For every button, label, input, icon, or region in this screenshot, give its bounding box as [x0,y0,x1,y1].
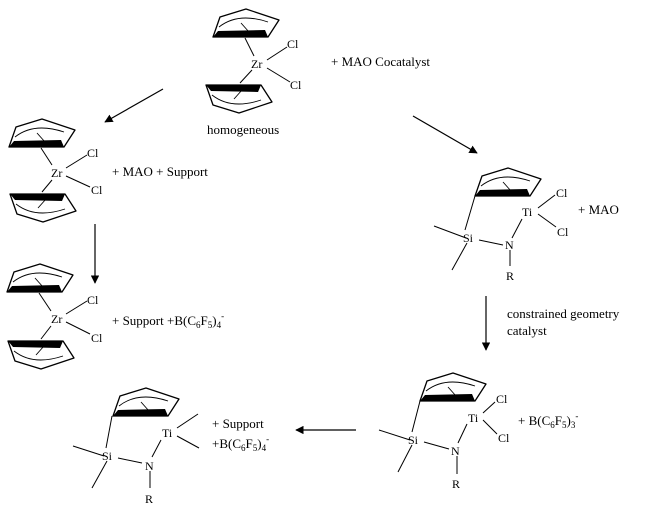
cgc-complex-supported: Si N R Ti [72,387,200,506]
zirconocene-supported-borate: Zr Cl Cl [6,263,103,370]
support-borate-text: + Support +B(C6F5)4- [112,311,224,330]
metal-zr: Zr [251,57,262,71]
mao-support-label: + MAO + Support [112,164,208,179]
borane-text: + B(C6F5)3- [518,411,578,430]
chloride: Cl [87,146,99,160]
silicon: Si [102,449,113,463]
cyclopentadienyl-ring [6,263,74,293]
r-group: R [506,269,514,283]
metal-zr: Zr [51,312,62,326]
zirconocene-supported-mao: Zr Cl Cl [8,118,103,223]
arrow-to-right [412,115,478,154]
cyclopentadienyl-ring [419,372,487,402]
nitrogen: N [145,459,154,473]
cyclopentadienyl-ring [474,167,542,197]
silicon: Si [408,433,419,447]
metal-ti: Ti [468,411,479,425]
nitrogen: N [451,444,460,458]
cgc-complex-mao: Si N R Ti Cl Cl [433,167,569,283]
cgc-complex-borane: Si N R Ti Cl Cl [378,372,510,491]
arrow-to-left [104,88,164,123]
silicon: Si [463,231,474,245]
mao-cocatalyst-label: + MAO Cocatalyst [331,54,430,69]
chloride: Cl [496,392,508,406]
cyclopentadienyl-ring [9,193,77,223]
chloride: Cl [91,183,103,197]
borane-label: + B(C6F5)3- [518,411,578,430]
cyclopentadienyl-ring [8,118,76,148]
constrained-geometry-label: constrained geometry [507,306,620,321]
catalyst-label: catalyst [507,323,547,338]
bottom-borate-label: +B(C6F5)4- [212,434,269,453]
chloride: Cl [498,431,510,445]
cyclopentadienyl-ring [205,84,273,114]
zirconocene-top: Zr Cl Cl [205,8,302,114]
chloride: Cl [290,78,302,92]
homogeneous-label: homogeneous [207,122,279,137]
mao-label: + MAO [578,202,619,217]
chloride: Cl [556,186,568,200]
metal-zr: Zr [51,166,62,180]
nitrogen: N [505,238,514,252]
bottom-borate-text: +B(C6F5)4- [212,434,269,453]
cyclopentadienyl-ring [212,8,280,38]
cyclopentadienyl-ring [7,340,75,370]
chloride: Cl [91,331,103,345]
chloride: Cl [287,37,299,51]
chloride: Cl [557,225,569,239]
metal-ti: Ti [162,426,173,440]
support-borate-label: + Support +B(C6F5)4- [112,311,224,330]
support-label: + Support [212,416,264,431]
r-group: R [452,477,460,491]
metal-ti: Ti [522,205,533,219]
cyclopentadienyl-ring [112,387,180,417]
chloride: Cl [87,293,99,307]
r-group: R [145,492,153,506]
